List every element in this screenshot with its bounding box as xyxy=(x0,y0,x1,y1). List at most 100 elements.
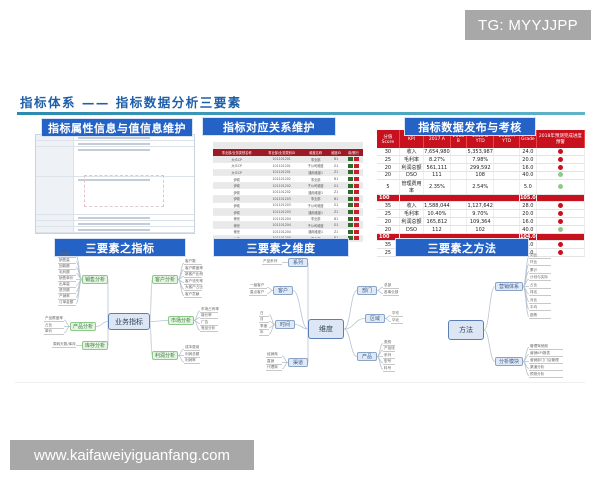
row-actions xyxy=(343,169,363,177)
table-cell: 伊顿 xyxy=(213,195,261,203)
delete-row-button[interactable] xyxy=(353,183,359,188)
add-row-button[interactable] xyxy=(347,229,353,234)
delete-row-button[interactable] xyxy=(353,196,359,201)
table-cell: 7.98% xyxy=(466,155,495,165)
add-row-button[interactable] xyxy=(347,157,353,162)
mindmap-leaf: 年 xyxy=(259,330,269,337)
delete-row-button[interactable] xyxy=(353,177,359,182)
score-total: 100 xyxy=(377,233,400,242)
check-icon xyxy=(557,172,563,178)
mindmap-leaf: 占比 xyxy=(529,283,551,289)
mindmap-leaf: 系列 xyxy=(383,353,395,359)
status-cell xyxy=(536,163,586,173)
delete-row-button[interactable] xyxy=(353,223,359,228)
table-cell: 101101204 xyxy=(260,221,303,230)
banner-indicators: 三要素之指标 xyxy=(55,239,185,256)
table-cell: 伊顿 xyxy=(213,182,261,190)
table-cell: 40.0 xyxy=(519,171,537,180)
table-cell: 博世 xyxy=(213,228,261,236)
table-cell: 25 xyxy=(377,209,400,219)
delete-row-button[interactable] xyxy=(353,190,359,195)
table-cell: 111 xyxy=(423,171,451,180)
table-cell xyxy=(450,217,468,227)
mindmap-leaf: 排名 xyxy=(529,290,551,296)
table-cell: 101101201 xyxy=(260,156,303,164)
mindmap-center-node: 维度 xyxy=(308,319,344,339)
delete-row-button[interactable] xyxy=(353,170,359,175)
delete-row-button[interactable] xyxy=(353,216,359,221)
delete-row-button[interactable] xyxy=(353,157,359,162)
add-row-button[interactable] xyxy=(347,223,353,228)
add-row-button[interactable] xyxy=(347,216,353,221)
add-row-button[interactable] xyxy=(347,203,353,208)
score-total: 100 xyxy=(377,194,400,203)
add-row-button[interactable] xyxy=(347,177,353,182)
table-cell: 通用维度1 xyxy=(302,228,329,236)
table-cell: 108 xyxy=(466,171,495,180)
table-cell: 10.40% xyxy=(423,209,451,219)
mindmap-branch-node: 库存分析 xyxy=(82,341,108,350)
mindmap-center-node: 业务指标 xyxy=(108,313,150,330)
table-cell: 20 xyxy=(377,163,400,173)
add-row-button[interactable] xyxy=(347,190,353,195)
table-cell: 子公司维度 xyxy=(302,162,329,170)
table-cell: 子公司维度 xyxy=(302,221,329,230)
mindmap-branch-node: 客户分析 xyxy=(152,275,178,284)
add-row-button[interactable] xyxy=(347,170,353,175)
table-cell xyxy=(450,225,468,234)
mindmap-branch-node: 销售分析 xyxy=(82,275,108,284)
table-cell: 20.0 xyxy=(519,155,537,165)
table-cell xyxy=(493,155,520,165)
mindmap-leaf: 直销 xyxy=(266,359,282,365)
col-header: 事业部/业务类别ID xyxy=(260,148,303,156)
table-cell: 大众CP xyxy=(213,156,261,164)
banner-kpi: 指标数据发布与考核 xyxy=(405,118,535,135)
row-actions xyxy=(343,175,363,183)
status-cell xyxy=(536,248,586,258)
status-cell xyxy=(536,225,586,234)
table-cell: 20 xyxy=(377,171,400,180)
mindmap-leaf: 管理驾驶舱 xyxy=(529,344,563,350)
status-cell xyxy=(536,217,586,227)
mindmap-leaf: 销售单价 xyxy=(58,276,76,282)
add-row-button[interactable] xyxy=(347,163,353,168)
col-header: 增/删行 xyxy=(343,148,363,156)
table-cell: 通用维度1 xyxy=(302,208,329,216)
delete-row-button[interactable] xyxy=(353,236,359,241)
table-cell: 20.0 xyxy=(519,209,537,219)
table-cell xyxy=(493,179,520,195)
table-cell: 利润总额 xyxy=(399,163,425,173)
table-cell xyxy=(450,201,468,211)
table-cell: 2.54% xyxy=(466,179,495,195)
add-row-button[interactable] xyxy=(347,210,353,215)
mindmap-leaf: 渠道分析 xyxy=(529,365,563,371)
delete-row-button[interactable] xyxy=(353,203,359,208)
mindmap-leaf: 累计 xyxy=(529,268,551,274)
add-row-button[interactable] xyxy=(347,236,353,241)
table-cell: 伊顿 xyxy=(213,175,261,183)
delete-row-button[interactable] xyxy=(353,229,359,234)
table-cell: 通用维度1 xyxy=(302,188,329,197)
mindmap-leaf: 销售量 xyxy=(58,258,76,264)
table-cell xyxy=(493,163,520,173)
add-row-button[interactable] xyxy=(347,183,353,188)
table-cell: G1 xyxy=(328,182,344,190)
add-row-button[interactable] xyxy=(347,196,353,201)
table-cell: 毛利率 xyxy=(399,155,425,165)
mindmap-branch-node: 渠道 xyxy=(288,358,308,367)
mindmap-branch-node: 部门 xyxy=(357,286,377,295)
table-cell xyxy=(450,171,468,180)
table-cell: 101101204 xyxy=(260,215,303,223)
delete-row-button[interactable] xyxy=(353,163,359,168)
delete-row-button[interactable] xyxy=(353,210,359,215)
mindmap-branch-node: 系列 xyxy=(288,258,308,267)
footer-divider xyxy=(15,382,585,383)
watermark-bottom: www.kaifaweiyiguanfang.com xyxy=(10,440,254,470)
banner-relations: 指标对应关系维护 xyxy=(203,118,335,135)
